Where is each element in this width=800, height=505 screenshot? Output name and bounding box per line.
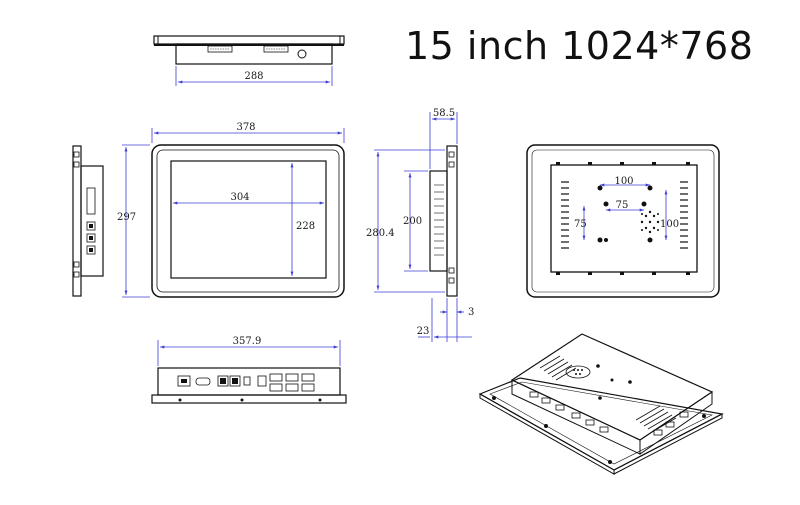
dim-side-bottom-small: 3 [468,307,474,318]
bottom-view: 357.9 [151,336,347,404]
dim-bottom-width: 357.9 [233,336,262,347]
left-side-view [72,145,104,297]
dim-back-hole-wide: 100 [614,176,633,187]
isometric-view [478,333,724,475]
front-view: 378 304 228 297 [117,122,345,298]
dim-back-hole-vertical-left: 75 [574,219,587,230]
right-side-view: 58.5 200 280.4 3 23 [366,108,474,342]
dim-side-inner: 200 [403,216,422,227]
dim-side-height: 280.4 [366,228,395,239]
dim-screen-height: 228 [296,221,315,232]
dim-side-depth: 58.5 [433,108,455,119]
dim-back-hole-small: 75 [616,200,629,211]
dim-side-bottom-large: 23 [417,326,430,337]
dim-screen-width: 304 [230,192,249,203]
back-view: 100 75 75 100 [526,144,720,298]
dim-front-height: 297 [117,212,136,223]
page-title: 15 inch 1024*768 [405,24,754,68]
top-view: 288 [153,35,345,86]
dim-top-width: 288 [244,71,263,82]
dim-back-hole-vertical-right: 100 [660,219,679,230]
speaker-grille-icon [640,210,660,234]
dim-front-width: 378 [236,122,255,133]
